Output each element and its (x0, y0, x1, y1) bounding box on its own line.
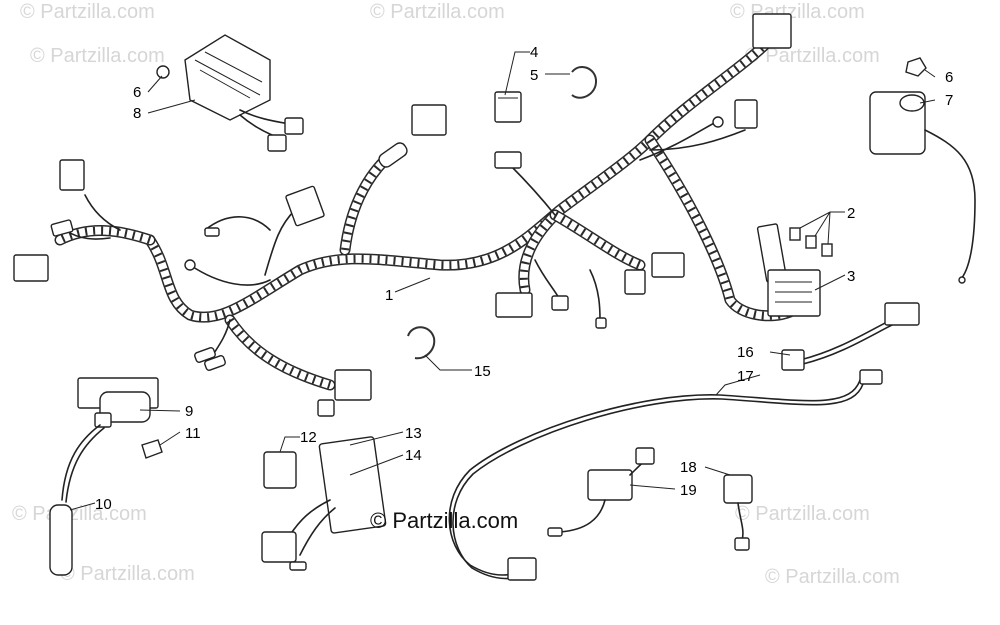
ignition-coil-group (49, 377, 163, 576)
connector-mid-left (285, 185, 325, 227)
connector-small-center (551, 295, 569, 311)
callout-10: 10 (95, 496, 112, 513)
callout-16: 16 (737, 344, 754, 361)
callout-18: 18 (680, 459, 697, 476)
cdi-pin (289, 561, 307, 571)
connector-left-lower (13, 254, 49, 282)
connector-left-pin (204, 227, 220, 237)
callout-6-left: 6 (133, 84, 141, 101)
harness-clip (407, 326, 436, 360)
callout-12: 12 (300, 429, 317, 446)
watermark-bottom-left: © Partzilla.com (60, 563, 195, 585)
module-pin (547, 527, 563, 537)
regulator-connector-b (267, 134, 287, 152)
ignition-coil (99, 391, 151, 423)
connector-lower-left (334, 369, 372, 401)
watermark-top-right: © Partzilla.com (730, 1, 865, 23)
spark-plug-cap (49, 504, 73, 576)
connector-left-upper (59, 159, 85, 191)
cdi-box (318, 436, 387, 534)
connector-center-lower (495, 292, 533, 318)
callout-4: 4 (530, 44, 538, 61)
sensor-box (723, 474, 753, 504)
connector-tiny-center (595, 317, 607, 329)
callout-19: 19 (680, 482, 697, 499)
main-wiring-harness (54, 34, 796, 391)
harness-connectors (13, 13, 792, 417)
fuse-group (756, 223, 833, 317)
ignition-wire-end (958, 276, 966, 284)
coil-terminal (94, 412, 112, 428)
connector-right-harness (734, 99, 758, 129)
connector-lower-small (317, 399, 335, 417)
ignition-nut (905, 57, 927, 77)
callout-15: 15 (474, 363, 491, 380)
connector-mid-bottom (624, 269, 646, 295)
connector-center-right (651, 252, 685, 278)
relay-clip (571, 65, 598, 99)
connector-top-center (411, 104, 447, 136)
cdi-group (261, 436, 387, 571)
callout-3: 3 (847, 268, 855, 285)
fuse-b (805, 235, 817, 249)
battery-terminal-bracket (859, 369, 883, 385)
watermark-left-lower: © Partzilla.com (12, 503, 147, 525)
module-group (547, 447, 753, 551)
starter-relay (263, 451, 297, 489)
callout-1: 1 (385, 287, 393, 304)
ignition-switch (869, 57, 976, 284)
watermark-right-upper: © Partzilla.com (745, 45, 880, 67)
partzilla-brand-watermark: © Partzilla.com (370, 508, 518, 533)
coil-bolt (141, 439, 163, 459)
callout-6-right: 6 (945, 69, 953, 86)
ring-terminal-right (712, 116, 724, 128)
connector-lower-bullet-a (194, 347, 216, 363)
battery-terminal-bottom (507, 557, 537, 581)
fuse-a (789, 227, 801, 241)
connector-lower-bullet-b (204, 355, 226, 371)
watermark-right-lower: © Partzilla.com (735, 503, 870, 525)
battery-cable-group (448, 302, 920, 581)
fuse-c (821, 243, 833, 257)
regulator-nut (156, 65, 170, 79)
callout-11: 11 (185, 425, 201, 442)
callout-labels: 1 2 3 4 5 6 6 7 8 9 10 11 12 13 14 15 16… (95, 44, 953, 513)
watermark-left-upper: © Partzilla.com (30, 45, 165, 67)
callout-5: 5 (530, 67, 538, 84)
connector-mid-top (494, 151, 522, 169)
ignition-cap (899, 94, 925, 112)
leader-lines (69, 51, 936, 511)
cdi-connector (261, 531, 297, 563)
fuse-box (767, 269, 821, 317)
callout-2: 2 (847, 205, 855, 222)
relay-group (494, 65, 598, 123)
battery-connector-right (884, 302, 920, 326)
module-connector (635, 447, 655, 465)
callout-13: 13 (405, 425, 422, 442)
callout-8: 8 (133, 105, 141, 122)
sensor-connector (734, 537, 750, 551)
module-box (587, 469, 633, 501)
watermark-top-left: © Partzilla.com (20, 1, 155, 23)
voltage-regulator (156, 34, 304, 152)
callout-7: 7 (945, 92, 953, 109)
connector-left-mid (50, 219, 74, 237)
relay (494, 91, 522, 123)
callout-17: 17 (737, 368, 754, 385)
watermark-bottom-right: © Partzilla.com (765, 566, 900, 588)
inline-fuse-holder (378, 142, 408, 168)
callout-14: 14 (405, 447, 422, 464)
regulator-connector-a (284, 117, 304, 135)
callout-9: 9 (185, 403, 193, 420)
connector-top-right (752, 13, 792, 49)
watermark-top-center: © Partzilla.com (370, 1, 505, 23)
battery-terminal-left (781, 349, 805, 371)
ring-terminal-left (184, 259, 196, 271)
